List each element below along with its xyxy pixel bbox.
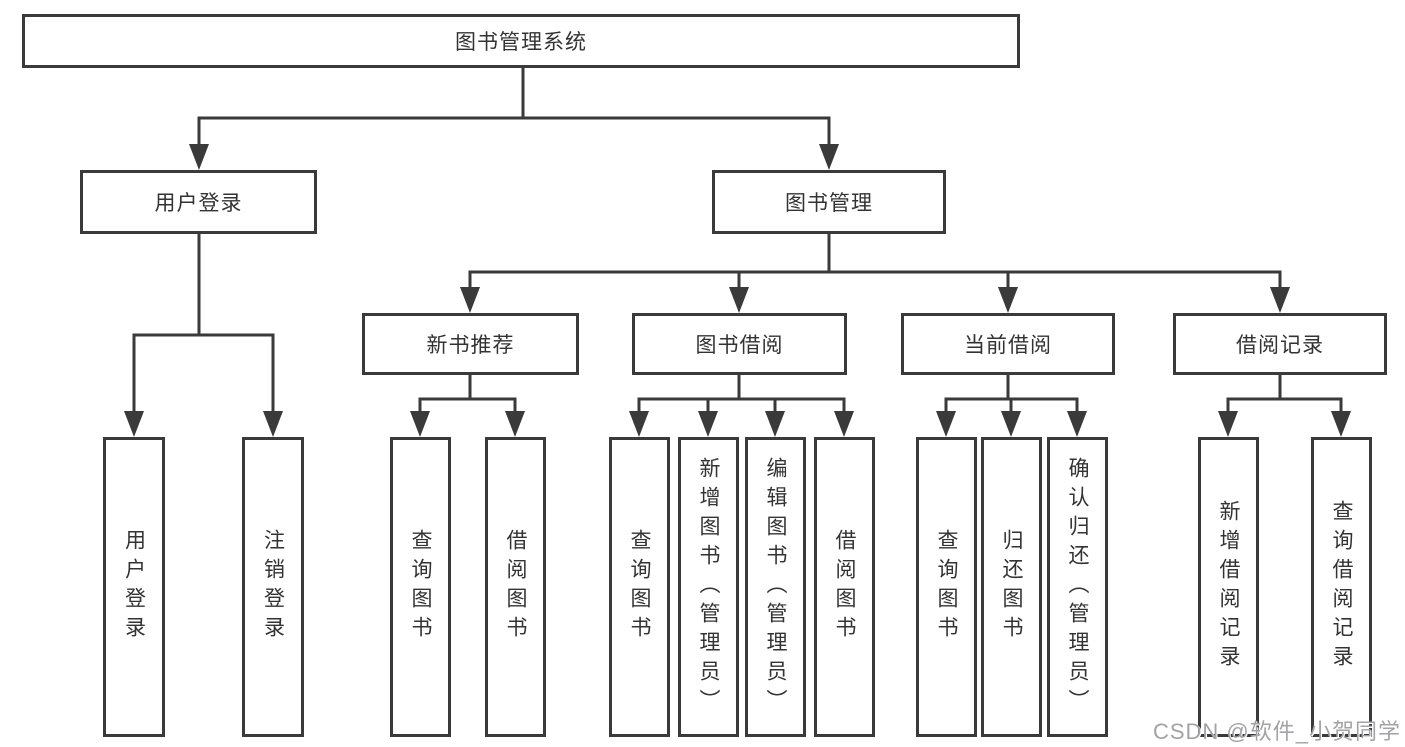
node-label: 用户登录: [154, 192, 243, 215]
node-label: 借阅记录: [1236, 334, 1324, 357]
leaf-label: 新增借阅记录: [1217, 500, 1240, 674]
leaf-label: 借阅图书: [833, 529, 856, 645]
csdn-watermark: CSDN @软件_小贺同学: [1152, 719, 1401, 744]
leaf-label: 查询图书: [409, 529, 432, 645]
leaf-label: 新增图书（管理员）: [697, 456, 720, 718]
leaf-edit-books-admin: 编辑图书（管理员）: [745, 437, 806, 737]
node-root-system: 图书管理系统: [22, 14, 1020, 68]
node-label: 图书管理: [785, 192, 873, 215]
leaf-query-books-recommend: 查询图书: [390, 437, 451, 737]
leaf-query-borrow-record: 查询借阅记录: [1311, 437, 1372, 737]
node-book-borrowing: 图书借阅: [632, 313, 847, 375]
leaf-add-books-admin: 新增图书（管理员）: [678, 437, 739, 737]
node-label: 图书借阅: [695, 334, 784, 357]
node-label: 当前借阅: [964, 334, 1052, 357]
leaf-label: 归还图书: [1000, 529, 1023, 645]
node-new-book-recommend: 新书推荐: [362, 313, 579, 375]
leaf-query-books-current: 查询图书: [916, 437, 977, 737]
leaf-logout: 注销登录: [242, 437, 304, 737]
leaf-borrow-books-recommend: 借阅图书: [485, 437, 546, 737]
leaf-label: 用户登录: [122, 529, 146, 645]
leaf-return-books: 归还图书: [981, 437, 1042, 737]
leaf-label: 查询图书: [935, 529, 958, 645]
leaf-label: 编辑图书（管理员）: [764, 456, 787, 718]
leaf-query-books-borrow: 查询图书: [609, 437, 670, 737]
leaf-label: 查询图书: [628, 529, 651, 645]
leaf-label: 确认归还（管理员）: [1066, 456, 1089, 718]
leaf-label: 借阅图书: [504, 529, 527, 645]
leaf-add-borrow-record: 新增借阅记录: [1198, 437, 1259, 737]
leaf-user-login: 用户登录: [103, 437, 165, 737]
leaf-borrow-books: 借阅图书: [814, 437, 875, 737]
leaf-confirm-return-admin: 确认归还（管理员）: [1047, 437, 1108, 737]
leaf-label: 查询借阅记录: [1330, 500, 1353, 674]
node-current-borrowing: 当前借阅: [901, 313, 1115, 375]
leaf-label: 注销登录: [261, 529, 285, 645]
node-label: 新书推荐: [426, 334, 515, 357]
node-label: 图书管理系统: [455, 31, 587, 54]
node-user-login-branch: 用户登录: [80, 170, 317, 234]
node-book-management-branch: 图书管理: [712, 170, 946, 234]
node-borrowing-records: 借阅记录: [1173, 313, 1387, 375]
